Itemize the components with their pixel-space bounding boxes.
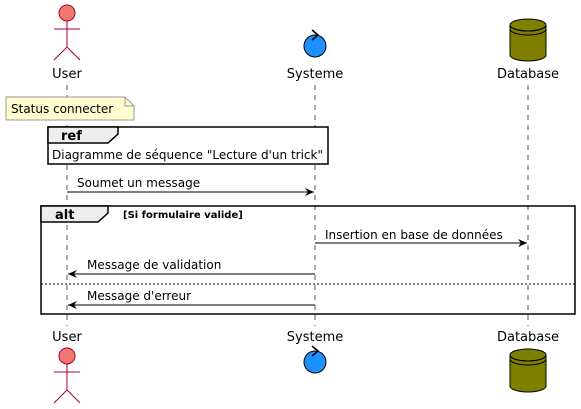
systeme-label-top: Systeme [287, 67, 343, 82]
message-label-3: Message de validation [87, 258, 221, 272]
database-label-top: Database [497, 67, 559, 82]
alt-frame: alt [Si formulaire valide] [40, 205, 576, 315]
systeme-control-icon-top [303, 29, 327, 58]
message-label-1: Soumet un message [77, 176, 200, 190]
database-label-bottom: Database [497, 330, 559, 345]
user-label-bottom: User [52, 330, 82, 345]
ref-tag: ref [61, 129, 82, 144]
note-text: Status connecter [11, 102, 113, 116]
user-actor-icon-top [53, 4, 81, 61]
user-actor-icon-bottom [53, 347, 81, 404]
ref-frame: ref Diagramme de séquence "Lecture d'un … [47, 126, 329, 165]
ref-text: Diagramme de séquence "Lecture d'un tric… [52, 148, 323, 162]
alt-condition: [Si formulaire valide] [123, 210, 243, 221]
message-label-4: Message d'erreur [87, 289, 191, 303]
database-icon-top [509, 18, 547, 62]
alt-tag: alt [55, 208, 74, 223]
database-icon-bottom [509, 348, 547, 393]
note: Status connecter [5, 96, 135, 121]
message-label-2: Insertion en base de données [325, 228, 503, 242]
systeme-label-bottom: Systeme [287, 330, 343, 345]
user-label-top: User [52, 67, 82, 82]
systeme-control-icon-bottom [303, 345, 327, 374]
